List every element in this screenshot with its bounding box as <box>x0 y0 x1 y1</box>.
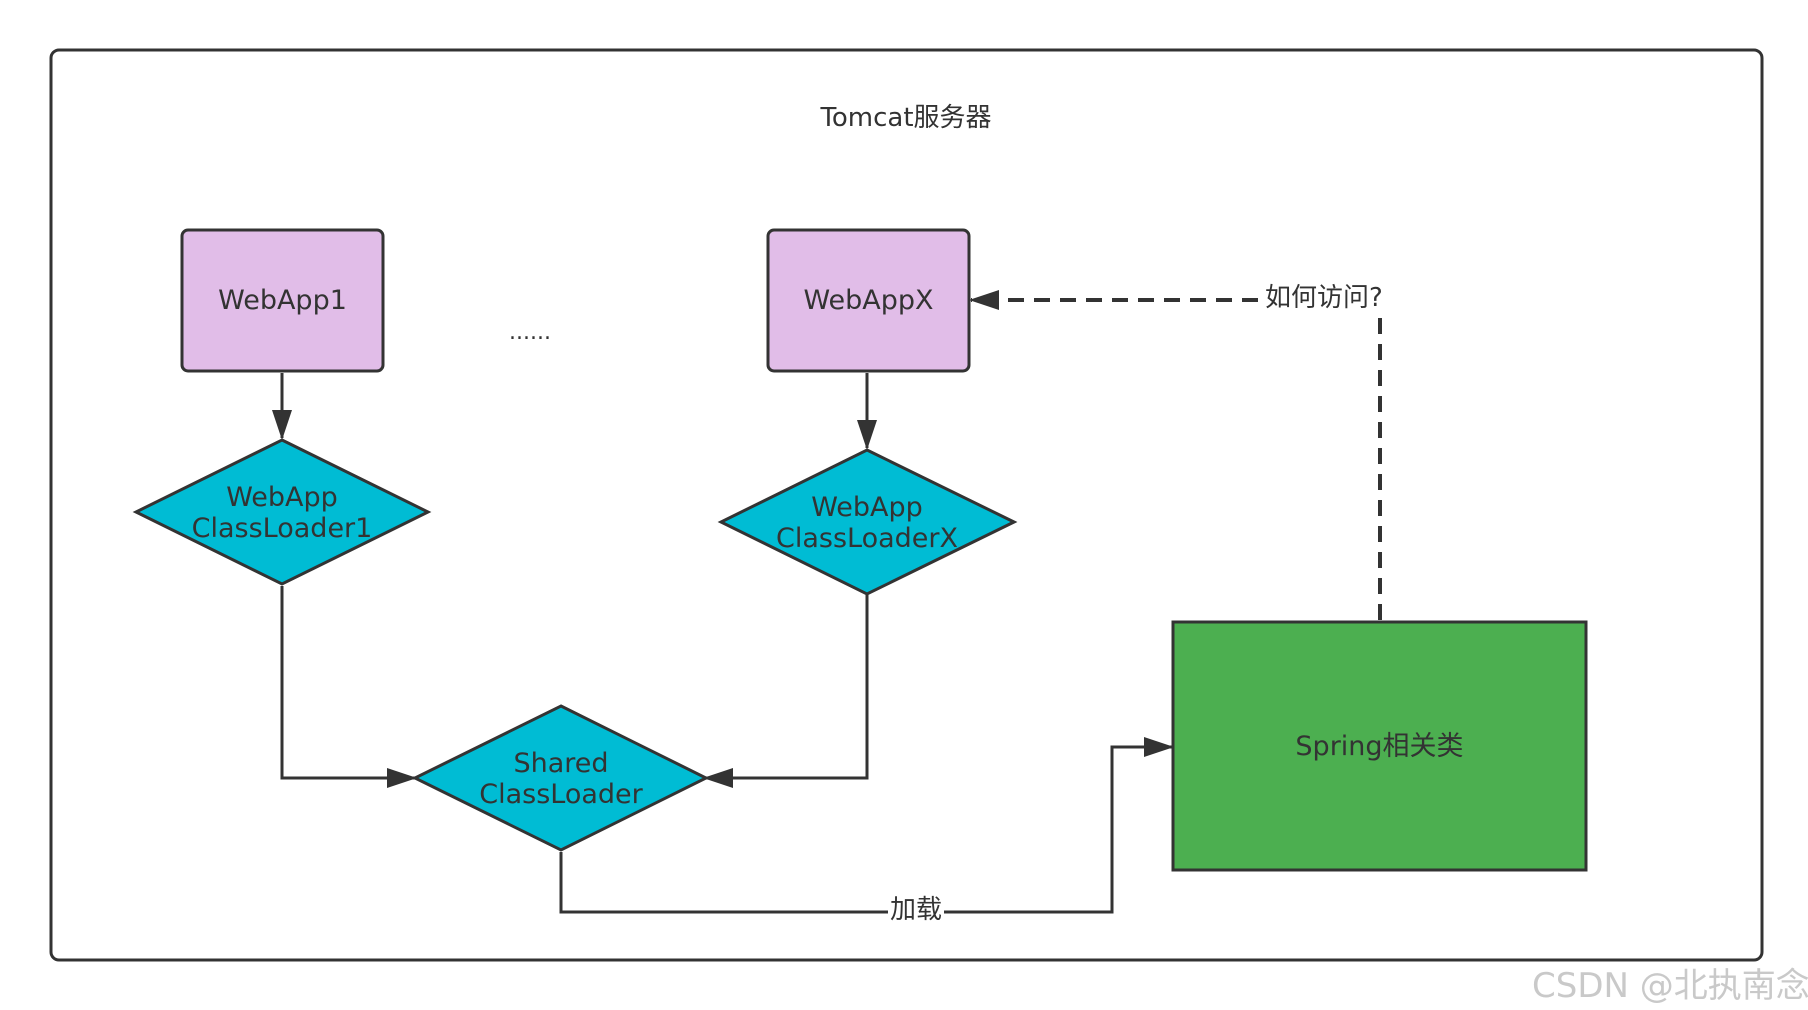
shared-line2: ClassLoader <box>479 779 643 811</box>
shared-label: Shared ClassLoader <box>461 748 661 810</box>
spring-box <box>1171 620 1588 872</box>
classloader1-line1: WebApp <box>226 482 338 513</box>
classloaderx-line1: WebApp <box>811 492 923 523</box>
webappx-label: WebAppX <box>803 285 934 316</box>
edge-access-label: 如何访问? <box>1263 283 1385 314</box>
edge-shared-to-spring <box>559 737 1174 914</box>
classloaderx-label: WebApp ClassLoaderX <box>767 492 967 554</box>
webapp1-label: WebApp1 <box>218 285 347 316</box>
classloaderx-line2: ClassLoaderX <box>775 523 958 555</box>
webappx-box <box>766 228 971 373</box>
spring-label: Spring相关类 <box>1295 731 1464 762</box>
shared-line1: Shared <box>513 748 609 779</box>
container-title: Tomcat服务器 <box>820 103 992 133</box>
edge-load-label: 加载 <box>888 895 945 926</box>
ellipsis-label: ...... <box>509 320 551 345</box>
classloaderx-diamond <box>717 448 1018 596</box>
classloader1-diamond <box>132 438 432 586</box>
classloader1-label: WebApp ClassLoader1 <box>182 482 382 544</box>
shared-diamond <box>411 704 710 852</box>
edge-classloaderx-to-shared <box>703 595 869 788</box>
watermark: CSDN @北执南念 <box>1532 966 1808 1006</box>
classloader1-line2: ClassLoader1 <box>191 513 373 545</box>
webapp1-box <box>180 228 385 373</box>
edge-classloader1-to-shared <box>280 586 417 788</box>
